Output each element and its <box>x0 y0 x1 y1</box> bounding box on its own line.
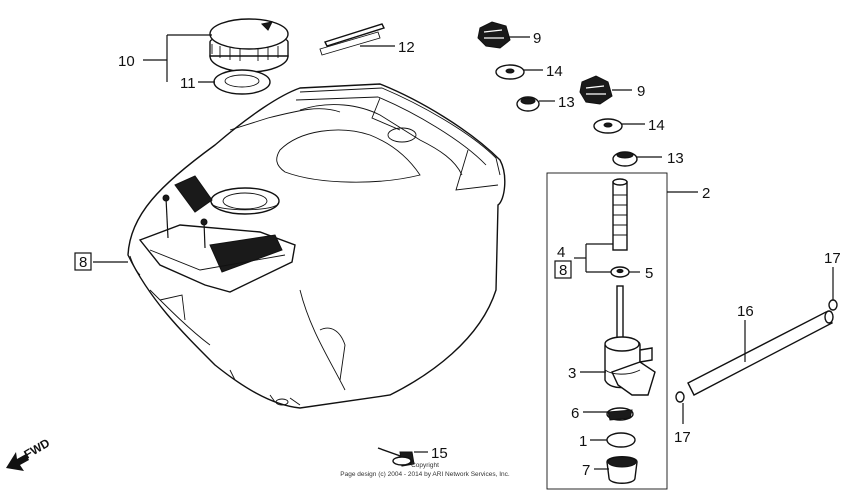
callout-6: 6 <box>571 405 579 422</box>
callout-8-valve: 8 <box>559 262 567 279</box>
callout-9-lower: 9 <box>637 83 645 100</box>
copyright-line-1: Copyright <box>411 462 439 469</box>
fuel-tube[interactable] <box>687 310 834 396</box>
callout-8-valve-box <box>554 260 572 279</box>
rubber-mount-lower[interactable] <box>612 151 638 167</box>
callout-4: 4 <box>557 244 565 261</box>
callout-17-lower: 17 <box>674 429 691 446</box>
mounting-bolt[interactable] <box>377 447 415 467</box>
fwd-label: FWD <box>22 436 53 462</box>
callout-7: 7 <box>582 462 590 479</box>
cap-gasket[interactable] <box>213 69 271 95</box>
fuel-tank[interactable] <box>127 83 506 409</box>
fwd-arrow: FWD <box>6 436 52 471</box>
washer-upper[interactable] <box>495 64 525 80</box>
caution-label[interactable] <box>319 23 385 56</box>
callout-12: 12 <box>398 39 415 56</box>
petcock-assembly-box <box>546 172 668 490</box>
rubber-mount-upper[interactable] <box>516 96 540 112</box>
valve-gasket[interactable] <box>606 407 634 421</box>
callout-8-tank-box <box>74 252 92 271</box>
fwd-arrow-icon <box>6 452 29 471</box>
callout-13-lower: 13 <box>667 150 684 167</box>
sediment-cup-o-ring[interactable] <box>606 432 636 448</box>
callout-9-upper: 9 <box>533 30 541 47</box>
fuel-valve[interactable] <box>604 285 656 396</box>
callout-3: 3 <box>568 365 576 382</box>
fuel-strainer[interactable] <box>612 178 628 251</box>
callout-labels: 10 11 12 9 14 13 9 14 13 2 8 4 8 5 16 17… <box>74 30 841 479</box>
copyright-line-2: Page design (c) 2004 - 2014 by ARI Netwo… <box>340 471 510 478</box>
fuel-cap[interactable] <box>209 18 289 73</box>
callout-5: 5 <box>645 265 653 282</box>
strainer-o-ring[interactable] <box>610 266 630 278</box>
callout-16: 16 <box>737 303 754 320</box>
leader-lines <box>93 34 834 470</box>
callout-2: 2 <box>702 185 710 202</box>
callout-14-upper: 14 <box>546 63 563 80</box>
callout-15: 15 <box>431 445 448 462</box>
sediment-cup[interactable] <box>606 456 638 484</box>
callout-8-tank: 8 <box>79 254 87 271</box>
flange-nut-lower[interactable] <box>579 75 613 105</box>
callout-10: 10 <box>118 53 135 70</box>
callout-1: 1 <box>579 433 587 450</box>
tube-clip-lower[interactable] <box>675 391 685 403</box>
tube-clip-upper[interactable] <box>828 299 838 311</box>
callout-14-lower: 14 <box>648 117 665 134</box>
callout-13-upper: 13 <box>558 94 575 111</box>
callout-17-upper: 17 <box>824 250 841 267</box>
callout-11: 11 <box>180 75 196 92</box>
flange-nut-upper[interactable] <box>477 21 511 49</box>
washer-lower[interactable] <box>593 118 623 134</box>
copyright-notice: Copyright Page design (c) 2004 - 2014 by… <box>340 462 510 478</box>
